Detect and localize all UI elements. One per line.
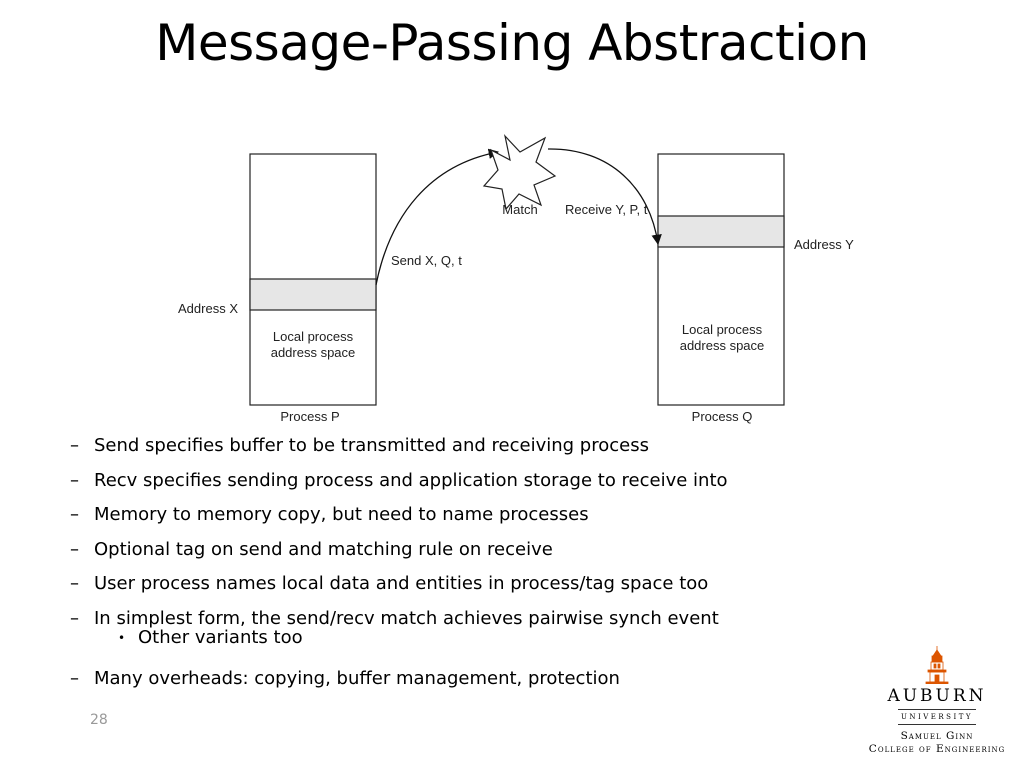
bullet-text: Memory to memory copy, but need to name … [94, 504, 589, 525]
bullet-text: Optional tag on send and matching rule o… [94, 538, 553, 560]
bullet-dash: – [70, 504, 79, 525]
send-label: Send X, Q, t [391, 253, 462, 268]
sub-bullet-text: Other variants too [138, 626, 303, 648]
receive-arrow [547, 148, 662, 246]
sub-bullet-dot: • [118, 630, 126, 645]
receive-label: Receive Y, P, t [565, 202, 648, 217]
send-arrow [375, 148, 500, 286]
process-p-local-space-line1: Local process [273, 329, 354, 344]
bullet-text: In simplest form, the send/recv match ac… [94, 607, 719, 629]
process-q-box [657, 153, 785, 406]
sub-bullet-item: • Other variants too [94, 627, 850, 649]
bullet-dash: – [70, 435, 79, 456]
message-passing-diagram: Address X Local process address space Pr… [178, 134, 854, 424]
bullet-dash: – [70, 469, 79, 491]
bullet-dash: – [70, 573, 79, 594]
process-q-local-space-line2: address space [680, 338, 765, 353]
bullet-item: – User process names local data and enti… [70, 568, 850, 603]
match-star-icon [482, 134, 557, 211]
logo-name: AUBURN [887, 686, 987, 706]
bullet-dash: – [70, 667, 79, 689]
process-q-local-space-line1: Local process [682, 322, 763, 337]
logo-divider [898, 724, 976, 725]
logo-subtitle: UNIVERSITY [900, 713, 974, 721]
bullet-text: Recv specifies sending process and appli… [94, 469, 728, 491]
bullet-item: – Send specifies buffer to be transmitte… [70, 430, 850, 465]
bullet-text: Many overheads: copying, buffer manageme… [94, 667, 620, 689]
bullet-dash: – [70, 538, 79, 560]
auburn-logo: AUBURN UNIVERSITY Samuel Ginn College of… [862, 646, 1012, 756]
bullet-text: User process names local data and entiti… [94, 573, 709, 594]
bullet-item: – Optional tag on send and matching rule… [70, 534, 850, 569]
process-p-buffer [249, 278, 377, 311]
bullet-item: – In simplest form, the send/recv match … [70, 603, 850, 663]
logo-line2: College of Engineering [868, 743, 1006, 755]
sub-bullet-list: • Other variants too [94, 627, 850, 649]
page-number: 28 [90, 712, 108, 728]
bullet-item: – Many overheads: copying, buffer manage… [70, 663, 850, 698]
process-q-buffer [657, 215, 785, 248]
process-p-address-label: Address X [178, 301, 238, 316]
process-q-address-label: Address Y [794, 237, 854, 252]
logo-line1: Samuel Ginn [900, 730, 974, 742]
process-p-local-space-line2: address space [271, 345, 356, 360]
auburn-tower-icon [925, 646, 949, 684]
bullet-text: Send specifies buffer to be transmitted … [94, 435, 649, 456]
match-label: Match [502, 202, 537, 217]
bullet-item: – Recv specifies sending process and app… [70, 465, 850, 500]
bullet-dash: – [70, 607, 79, 629]
bullet-list: – Send specifies buffer to be transmitte… [70, 430, 850, 697]
logo-divider [898, 709, 976, 710]
process-q-label: Process Q [692, 409, 753, 424]
bullet-item: – Memory to memory copy, but need to nam… [70, 499, 850, 534]
process-p-label: Process P [280, 409, 339, 424]
slide-title: Message-Passing Abstraction [155, 14, 869, 72]
